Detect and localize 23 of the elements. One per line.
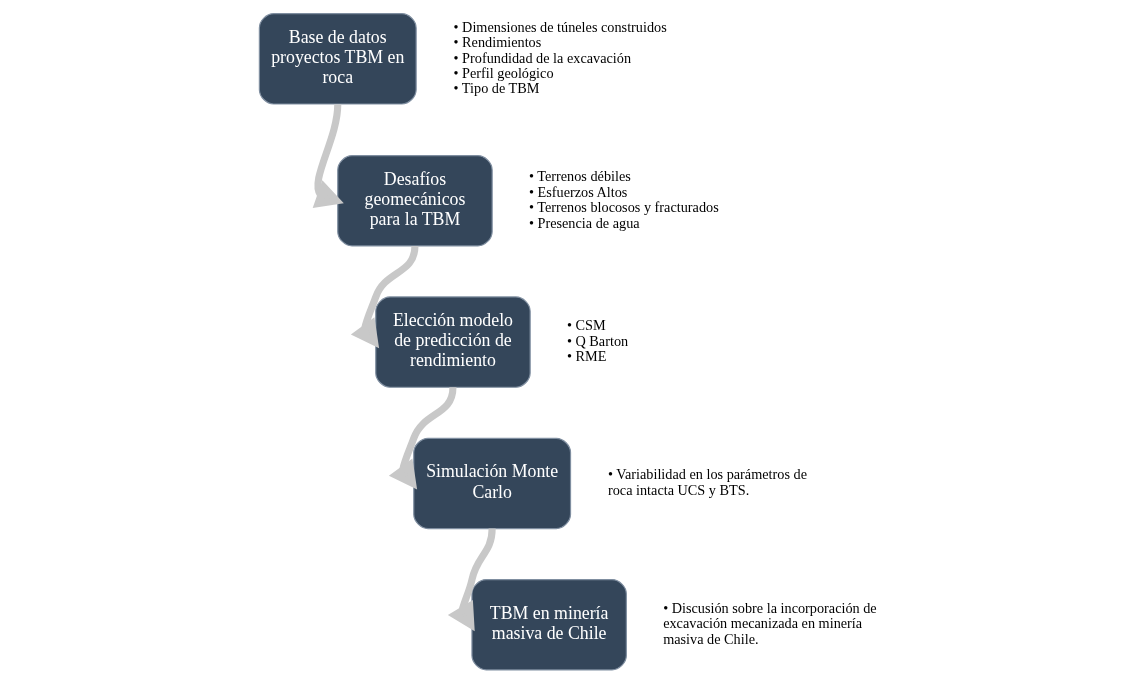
node-box: Elección modelo de predicción de rendimiento [375,296,531,388]
node-box: Desafíos geomecánicos para la TBM [337,155,493,247]
node-label: • Profundidad de la excavación [453,49,632,66]
node-label: • Discusión sobre la incorporación de excavación mecanizada en minería masiva de Chile. [663,599,877,647]
node-box: TBM en minería masiva de Chile [471,579,627,671]
node-box: Simulación Monte Carlo [413,437,572,530]
arrow [312,104,344,208]
node-label: • Q Barton [566,332,629,349]
node-label: • Terrenos blocosos y fracturados [528,199,719,216]
node-label: • Dimensiones de túneles construidos [453,18,667,35]
node-label: • Rendimientos [453,34,542,51]
arrow [350,245,419,349]
node-label: • Variabilidad en los parámetros de roca intacta UCS y BTS. [607,466,807,498]
node-box: Base de datos proyectos TBM en roca [258,13,417,105]
node-label: • Presencia de agua [528,214,640,231]
node-label: • CSM [566,317,606,334]
node-label: • Esfuerzos Altos [528,183,628,200]
node-label: • RME [566,348,607,365]
node-label: • Terrenos débiles [528,168,631,185]
arrow [388,386,457,490]
node-label: • Perfil geológico [453,64,554,81]
arrow [447,528,496,632]
node-label: • Tipo de TBM [453,80,540,97]
